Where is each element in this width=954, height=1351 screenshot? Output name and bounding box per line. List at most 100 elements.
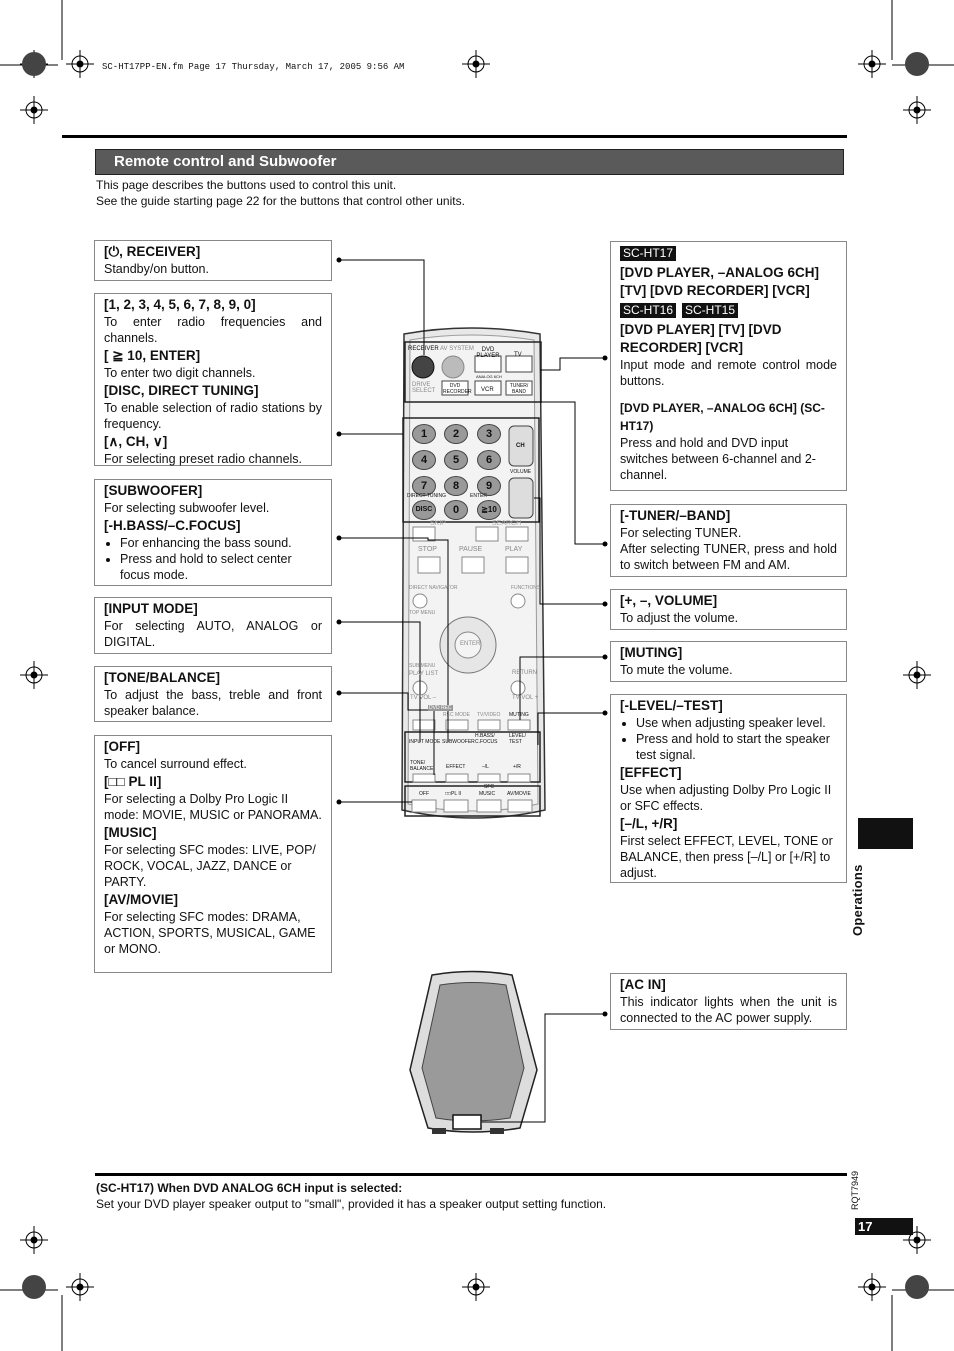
callout-heading: [-H.BASS/–C.FOCUS] xyxy=(104,518,241,533)
remote-label-return: RETURN xyxy=(512,670,537,676)
list-item: Press and hold to start the speaker test… xyxy=(636,731,837,763)
remote-label-av-movie: AV/MOVIE xyxy=(507,791,531,797)
leader-lines xyxy=(339,259,605,1123)
callout-muting: [MUTING] To mute the volume. xyxy=(610,641,847,682)
remote-label-tv-video: TV/VIDEO xyxy=(477,712,501,718)
remote-label-tv-vol-minus: TV VOL – xyxy=(410,695,437,701)
side-tab-block xyxy=(858,818,913,849)
callout-heading: [DISC, DIRECT TUNING] xyxy=(104,383,259,398)
callout-numbers: [1, 2, 3, 4, 5, 6, 7, 8, 9, 0] To enter … xyxy=(94,293,332,466)
callout-heading: [∧, CH, ∨] xyxy=(104,434,168,449)
callout-text: For selecting SFC modes: LIVE, POP/ ROCK… xyxy=(104,843,316,889)
callout-text: Press and hold and DVD input switches be… xyxy=(620,436,816,482)
callout-heading: [MUTING] xyxy=(620,645,683,660)
model-badge: SC-HT17 xyxy=(620,246,677,261)
remote-label-play: PLAY xyxy=(505,546,523,553)
list-item: Press and hold to select center focus mo… xyxy=(120,551,322,583)
intro-line-2: See the guide starting page 22 for the b… xyxy=(96,194,465,208)
remote-label-dvd-player: DVD PLAYER xyxy=(476,347,500,359)
callout-text: After selecting TUNER, press and hold to… xyxy=(620,542,837,572)
side-tab-label: Operations xyxy=(850,864,865,936)
callout-heading: [-TUNER/–BAND] xyxy=(620,508,731,523)
callout-text: Standby/on button. xyxy=(104,262,209,276)
callout-text: For selecting TUNER. xyxy=(620,526,742,540)
callout-volume: [+, –, VOLUME] To adjust the volume. xyxy=(610,589,847,630)
callout-text: To enter two digit channels. xyxy=(104,366,256,380)
remote-label-skip: SKIP xyxy=(430,520,446,527)
remote-label-muting: MUTING xyxy=(509,712,529,718)
page-number: 17 xyxy=(855,1218,913,1235)
callout-subwoofer: [SUBWOOFER] For selecting subwoofer leve… xyxy=(94,479,332,586)
intro-line-1: This page describes the buttons used to … xyxy=(96,178,397,192)
callout-input-modes: SC-HT17 [DVD PLAYER, –ANALOG 6CH] [TV] [… xyxy=(610,241,847,491)
callout-text: For selecting SFC modes: DRAMA, ACTION, … xyxy=(104,910,316,956)
callout-receiver: [⏻, RECEIVER] Standby/on button. xyxy=(94,240,332,281)
callout-heading: [AV/MOVIE] xyxy=(104,892,178,907)
remote-label-vcr: VCR xyxy=(481,387,494,393)
remote-ge10-button: ≧10 xyxy=(477,500,501,520)
remote-label-drive-select: DRIVE SELECT xyxy=(412,382,436,394)
remote-label-effect: EFFECT xyxy=(446,764,466,770)
callout-text: Use when adjusting Dolby Pro Logic II or… xyxy=(620,783,832,813)
callout-text: To mute the volume. xyxy=(620,663,733,677)
bullet-list: For enhancing the bass sound. Press and … xyxy=(104,535,322,583)
remote-label-volume: VOLUME xyxy=(510,469,532,475)
callout-heading: [DVD PLAYER] [TV] [DVD RECORDER] [VCR] xyxy=(620,322,782,355)
remote-digit-9: 9 xyxy=(477,476,501,496)
callout-text: To adjust the bass, treble and front spe… xyxy=(104,688,322,718)
remote-label-rec-mode: REC MODE xyxy=(443,712,470,718)
remote-digit-2: 2 xyxy=(444,424,468,444)
remote-label-tv: TV xyxy=(514,352,522,358)
callout-heading: [TONE/BALANCE] xyxy=(104,670,220,685)
callout-level-test: [-LEVEL/–TEST] Use when adjusting speake… xyxy=(610,694,847,883)
remote-label-subwoofer: SUBWOOFER xyxy=(442,739,475,745)
footer-rule xyxy=(95,1173,847,1176)
footer-note: (SC-HT17) When DVD ANALOG 6CH input is s… xyxy=(96,1180,606,1212)
callout-text: For selecting AUTO, ANALOG or DIGITAL. xyxy=(104,619,322,649)
remote-digit-3: 3 xyxy=(477,424,501,444)
file-header: SC-HT17PP-EN.fm Page 17 Thursday, March … xyxy=(102,62,405,72)
remote-label-sub-menu: SUB MENU xyxy=(409,663,436,669)
remote-digit-8: 8 xyxy=(444,476,468,496)
callout-surround: [OFF] To cancel surround effect. [□□ PL … xyxy=(94,735,332,973)
note-text: Set your DVD player speaker output to "s… xyxy=(96,1197,607,1211)
callout-heading: [OFF] xyxy=(104,739,140,754)
callout-text: First select EFFECT, LEVEL, TONE or BALA… xyxy=(620,834,833,880)
callout-text: To enter radio frequencies and channels. xyxy=(104,315,322,345)
callout-heading: [EFFECT] xyxy=(620,765,682,780)
remote-label-direct-navigator: DIRECT NAVIGATOR xyxy=(409,585,458,591)
callout-heading: [ ≧ 10, ENTER] xyxy=(104,348,201,363)
callout-ac-in: [AC IN] This indicator lights when the u… xyxy=(610,973,847,1030)
remote-label-receiver: RECEIVER xyxy=(408,346,439,352)
remote-label-direct-tuning: DIRECT TUNING xyxy=(407,493,446,499)
remote-label-minus-l: –/L xyxy=(482,764,489,770)
callout-text: To enable selection of radio stations by… xyxy=(104,401,322,431)
top-rule xyxy=(62,135,847,138)
callout-heading: [1, 2, 3, 4, 5, 6, 7, 8, 9, 0] xyxy=(104,297,256,312)
remote-control-illustration xyxy=(401,327,546,819)
callout-input-mode: [INPUT MODE] For selecting AUTO, ANALOG … xyxy=(94,597,332,654)
remote-label-plus-r: +/R xyxy=(513,764,521,770)
callout-text: For selecting preset radio channels. xyxy=(104,452,303,466)
subwoofer-illustration xyxy=(409,970,538,1134)
remote-label-tuner-band: TUNER/ BAND xyxy=(509,383,529,395)
callout-heading: [⏻, RECEIVER] xyxy=(104,244,201,259)
remote-label-stop: STOP xyxy=(418,546,437,553)
list-item: Use when adjusting speaker level. xyxy=(636,715,837,731)
callout-heading: [INPUT MODE] xyxy=(104,601,198,616)
model-badge: SC-HT15 xyxy=(682,303,739,318)
callout-heading: [□□ PL II] xyxy=(104,774,162,789)
callout-text: To adjust the volume. xyxy=(620,611,739,625)
remote-digit-4: 4 xyxy=(412,450,436,470)
remote-label-enter: ENTER xyxy=(470,493,487,499)
remote-label-top-menu: TOP MENU xyxy=(409,610,436,616)
remote-label-av-system: AV SYSTEM xyxy=(440,346,474,352)
callout-heading: [SUBWOOFER] xyxy=(104,483,203,498)
callout-heading: [DVD PLAYER, –ANALOG 6CH] (SC-HT17) xyxy=(620,401,825,433)
callout-heading: [MUSIC] xyxy=(104,825,157,840)
color-dots xyxy=(22,52,929,1299)
callout-heading: [+, –, VOLUME] xyxy=(620,593,718,608)
callout-text: For selecting a Dolby Pro Logic II mode:… xyxy=(104,792,322,822)
callout-text: For selecting subwoofer level. xyxy=(104,501,270,515)
